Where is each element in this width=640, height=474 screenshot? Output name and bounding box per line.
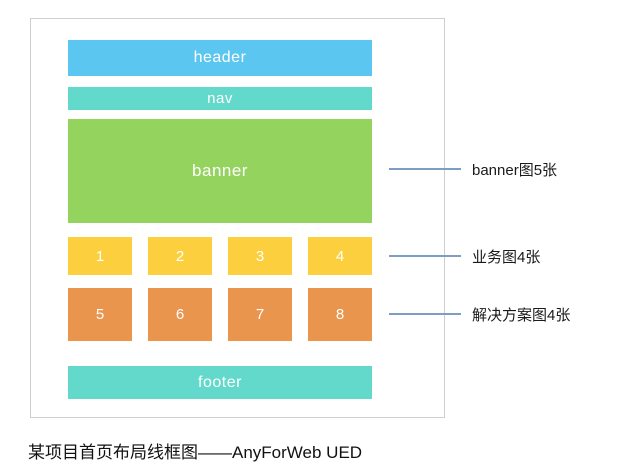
- solution-box-label: 7: [255, 306, 265, 323]
- business-box-label: 2: [175, 247, 185, 265]
- banner-block: banner: [68, 119, 372, 223]
- banner-callout-line: [389, 168, 461, 170]
- business-box-label: 4: [335, 247, 345, 265]
- business-row: 1 2 3 4: [68, 237, 372, 275]
- footer-label: footer: [198, 373, 242, 391]
- nav-label: nav: [207, 90, 233, 107]
- solution-callout-line: [389, 313, 461, 315]
- business-callout-label: 业务图4张: [472, 249, 541, 266]
- header-label: header: [193, 49, 247, 66]
- business-box-label: 3: [255, 247, 265, 265]
- business-box: 2: [148, 237, 212, 275]
- business-box: 1: [68, 237, 132, 275]
- banner-label: banner: [192, 161, 248, 180]
- footer-bar: footer: [68, 366, 372, 399]
- business-box-label: 1: [95, 247, 105, 265]
- header-bar: header: [68, 40, 372, 76]
- solution-box-label: 8: [335, 306, 345, 323]
- nav-bar: nav: [68, 87, 372, 110]
- business-box: 4: [308, 237, 372, 275]
- solution-box-label: 6: [175, 306, 185, 323]
- caption: 某项目首页布局线框图——AnyForWeb UED: [28, 443, 363, 462]
- solution-callout-label: 解决方案图4张: [472, 307, 571, 324]
- solution-box: 7: [228, 288, 292, 341]
- solution-box-label: 5: [95, 306, 105, 323]
- solution-box: 8: [308, 288, 372, 341]
- solution-box: 5: [68, 288, 132, 341]
- solution-row: 5 6 7 8: [68, 288, 372, 341]
- business-box: 3: [228, 237, 292, 275]
- business-callout-line: [389, 255, 461, 257]
- banner-callout-label: banner图5张: [472, 162, 558, 179]
- solution-box: 6: [148, 288, 212, 341]
